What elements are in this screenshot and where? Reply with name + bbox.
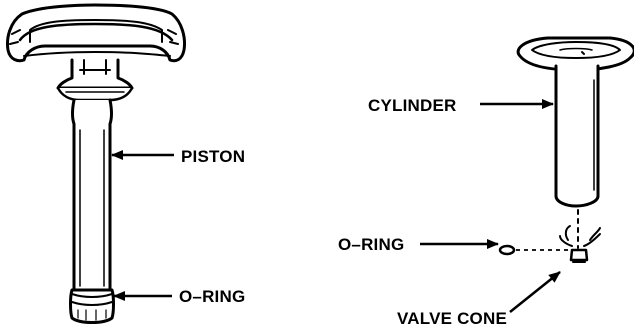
callout-arrows — [111, 99, 561, 313]
piston-assembly — [6, 3, 186, 324]
piston-shaft — [71, 98, 113, 292]
cone-o-ring — [498, 244, 568, 256]
valve-cone-label: VALVE CONE — [397, 309, 507, 328]
piston-handle — [6, 3, 186, 102]
piston-o-ring-label: O–RING — [179, 287, 246, 306]
valve-cone — [559, 225, 601, 263]
piston-label: PISTON — [181, 147, 246, 166]
cylinder-part — [516, 36, 634, 249]
piston-o-ring — [69, 288, 115, 324]
cylinder-label: CYLINDER — [368, 96, 457, 115]
valve-cone-arrow — [509, 271, 561, 313]
cone-o-ring-label: O–RING — [338, 235, 405, 254]
